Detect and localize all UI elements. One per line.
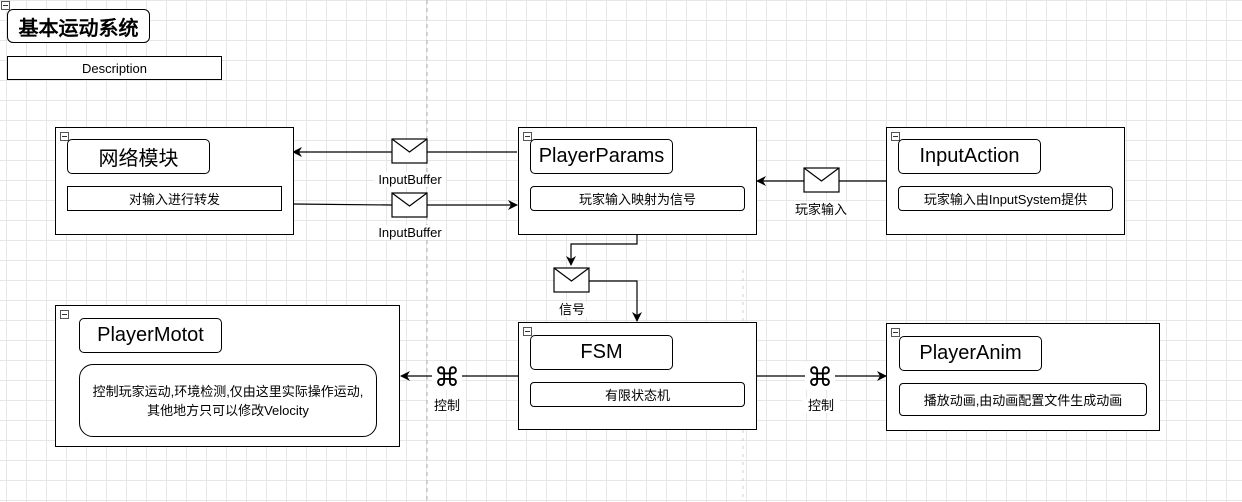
collapse-icon[interactable] [523, 327, 532, 336]
envelope-icon [391, 138, 428, 164]
edge-label: 控制 [428, 398, 466, 413]
module-description[interactable]: 玩家输入映射为信号 [530, 186, 745, 211]
svg-text:⌘: ⌘ [807, 363, 833, 393]
module-network[interactable]: 网络模块 对输入进行转发 [55, 127, 294, 235]
edge-label: 信号 [554, 302, 590, 317]
module-title[interactable]: PlayerMotot [79, 318, 222, 353]
collapse-icon[interactable] [523, 132, 532, 141]
envelope-icon [553, 267, 590, 293]
collapse-icon[interactable] [60, 310, 69, 319]
collapse-icon[interactable] [1, 1, 10, 10]
module-title[interactable]: 网络模块 [67, 139, 210, 174]
page-title[interactable]: 基本运动系统 [7, 9, 150, 43]
envelope-icon [391, 192, 428, 218]
module-title[interactable]: PlayerParams [530, 139, 673, 174]
module-title[interactable]: InputAction [898, 139, 1041, 174]
edge-network-to-params[interactable] [292, 200, 518, 210]
module-player-anim[interactable]: PlayerAnim 播放动画,由动画配置文件生成动画 [886, 323, 1160, 431]
module-fsm[interactable]: FSM 有限状态机 [518, 322, 757, 430]
edge-label: InputBuffer [374, 172, 446, 187]
edge-params-to-fsm-b[interactable] [571, 280, 642, 322]
collapse-icon[interactable] [60, 132, 69, 141]
command-icon: ⌘ [432, 362, 462, 393]
collapse-icon[interactable] [891, 328, 900, 337]
module-description[interactable]: 控制玩家运动,环境检测,仅由这里实际操作运动,其他地方只可以修改Velocity [79, 364, 377, 437]
module-player-motot[interactable]: PlayerMotot 控制玩家运动,环境检测,仅由这里实际操作运动,其他地方只… [55, 305, 400, 447]
edge-label: InputBuffer [374, 225, 446, 240]
module-player-params[interactable]: PlayerParams 玩家输入映射为信号 [518, 127, 757, 235]
collapse-icon[interactable] [891, 132, 900, 141]
edge-label: 玩家输入 [791, 202, 851, 217]
command-icon: ⌘ [805, 362, 835, 393]
page-description[interactable]: Description [7, 56, 222, 80]
module-description[interactable]: 播放动画,由动画配置文件生成动画 [899, 383, 1147, 416]
module-description[interactable]: 对输入进行转发 [67, 186, 282, 211]
edge-label: 控制 [802, 398, 840, 413]
envelope-icon [803, 167, 840, 193]
svg-text:⌘: ⌘ [434, 363, 460, 393]
module-title[interactable]: PlayerAnim [899, 336, 1042, 371]
module-title[interactable]: FSM [530, 335, 673, 370]
module-input-action[interactable]: InputAction 玩家输入由InputSystem提供 [886, 127, 1125, 235]
module-description[interactable]: 有限状态机 [530, 382, 745, 407]
edge-params-to-fsm[interactable] [566, 234, 638, 266]
module-description[interactable]: 玩家输入由InputSystem提供 [898, 186, 1113, 211]
